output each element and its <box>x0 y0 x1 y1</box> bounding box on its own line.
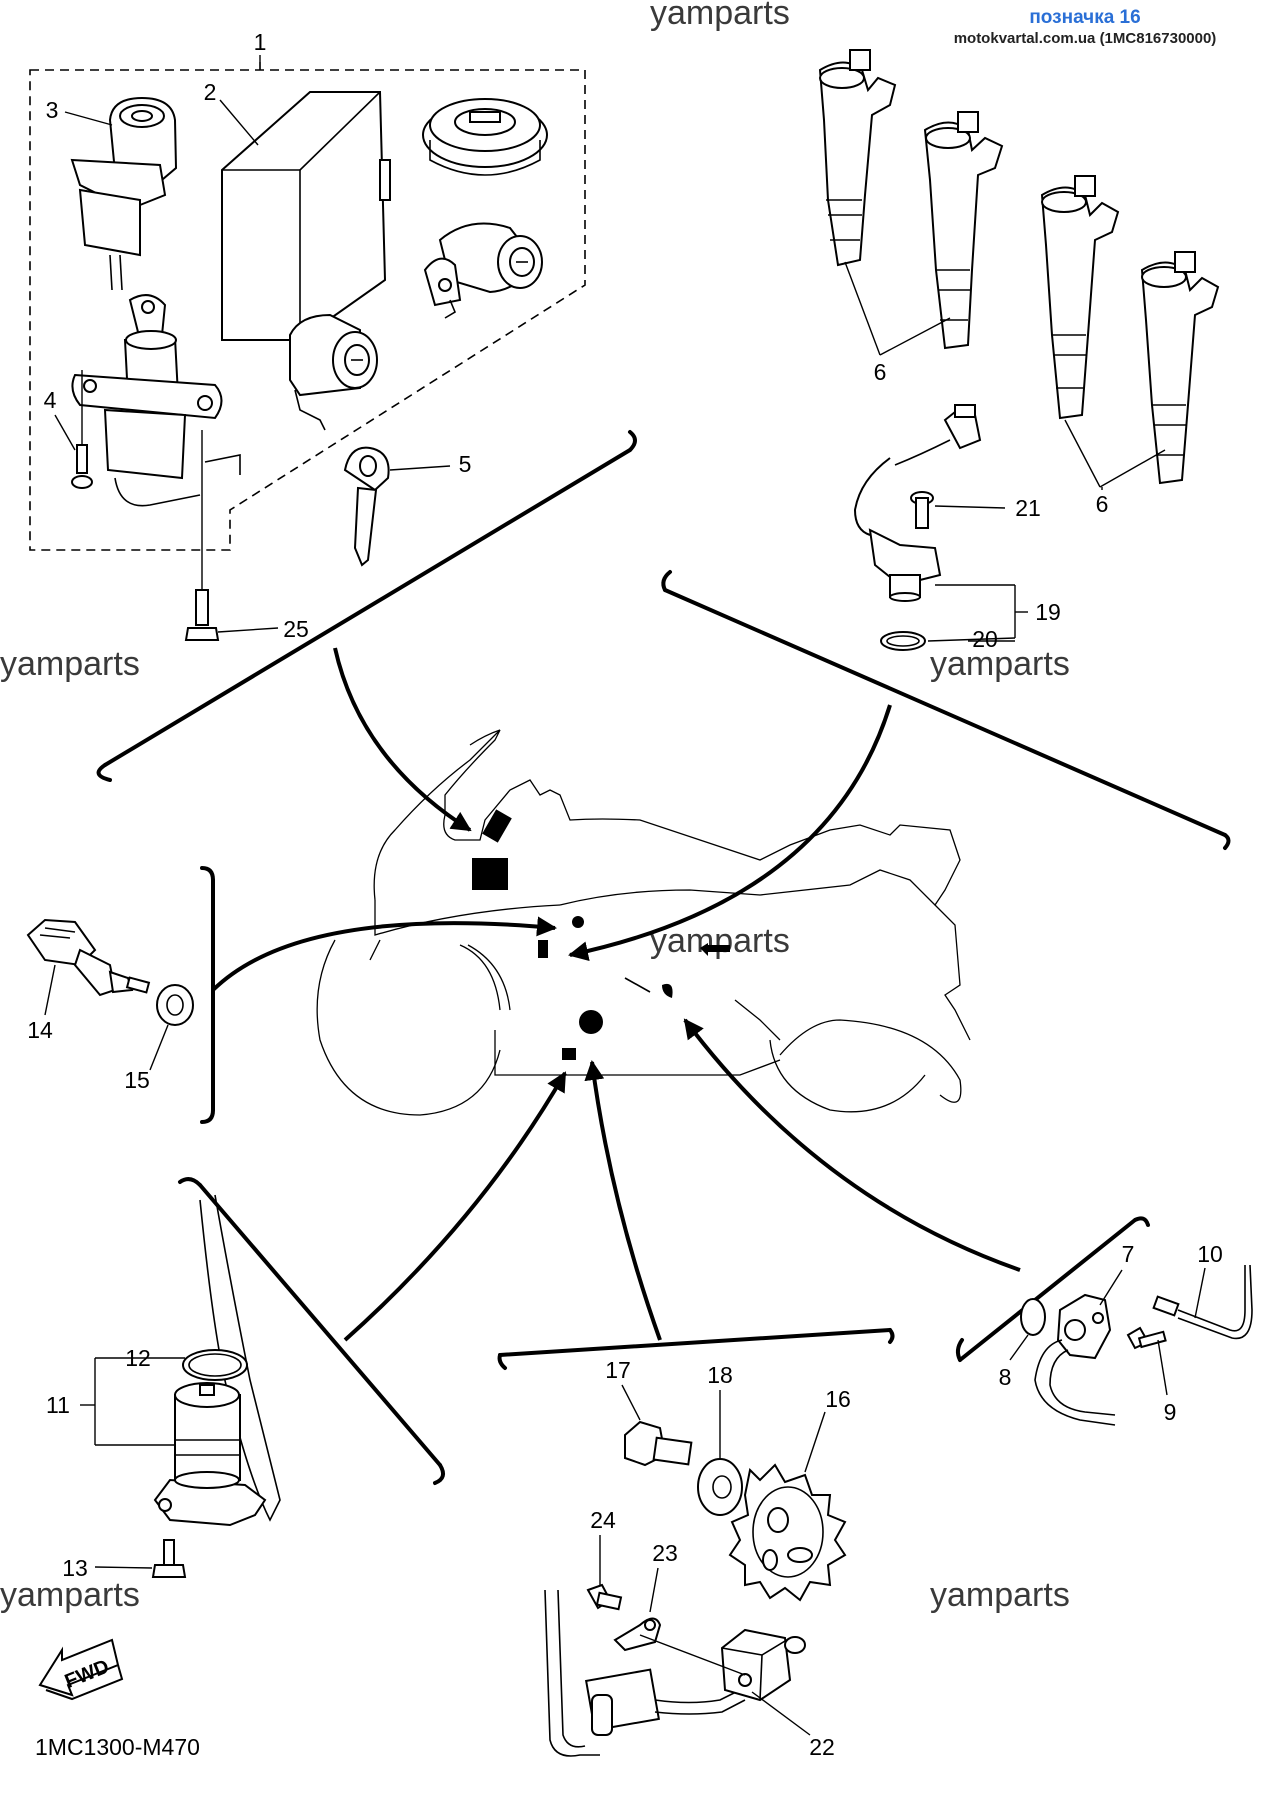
callout-number: 1 <box>254 29 267 55</box>
callout-numbers: 1 2 3 4 5 6 6 7 8 9 10 11 12 13 14 15 16… <box>27 29 1223 1760</box>
callout-number: 14 <box>27 1017 53 1043</box>
sensor-marker-icon <box>700 943 730 956</box>
callout-number: 15 <box>124 1067 150 1093</box>
pointer-arrows <box>211 647 1021 1342</box>
callout-number: 11 <box>46 1392 70 1418</box>
watermark: yamparts <box>650 922 790 960</box>
callout-number: 20 <box>972 626 998 652</box>
callout-number: 25 <box>283 616 309 642</box>
callout-number: 9 <box>1164 1399 1177 1425</box>
main-lock-part <box>71 294 241 507</box>
bolt-part <box>71 370 93 489</box>
header-title: позначка 16 <box>1029 7 1140 28</box>
o-ring-part <box>880 631 1016 651</box>
callout-number: 6 <box>1096 491 1109 517</box>
ignition-coil-part <box>818 49 1220 488</box>
callout-number: 2 <box>204 79 217 105</box>
callout-number: 13 <box>62 1555 88 1581</box>
callout-number: 19 <box>1035 599 1061 625</box>
sensor-marker-icon <box>662 983 673 998</box>
callout-number: 16 <box>825 1386 851 1412</box>
gasket-part <box>149 984 194 1071</box>
callout-brackets <box>96 430 1231 1485</box>
ignition-switch-part <box>70 96 178 291</box>
temperature-sensor-part <box>26 918 151 1016</box>
seat-lock-part <box>423 222 543 319</box>
watermark: yamparts <box>930 1576 1070 1614</box>
key-set-group <box>29 55 586 551</box>
fuel-cap-part <box>422 98 548 176</box>
callout-number: 23 <box>652 1540 678 1566</box>
callout-number: 7 <box>1122 1241 1135 1267</box>
callout-number: 17 <box>605 1357 631 1383</box>
bolt-part <box>910 491 1006 529</box>
speed-sensor-part <box>853 404 1028 638</box>
watermark: yamparts <box>0 645 140 683</box>
watermark: yamparts <box>930 645 1070 683</box>
header-source: motokvartal.com.ua (1MC816730000) <box>954 30 1217 47</box>
callout-number: 21 <box>1015 495 1041 521</box>
sensor-marker-icon <box>538 940 548 958</box>
key-part <box>343 446 390 567</box>
callout-number: 3 <box>46 97 59 123</box>
neutral-switch-part <box>80 1194 281 1578</box>
callout-number: 8 <box>999 1364 1012 1390</box>
forward-arrow-icon: FWD <box>38 1638 124 1701</box>
callout-number: 6 <box>874 359 887 385</box>
sensor-marker-icon <box>579 1010 603 1034</box>
helmet-lock-part <box>289 313 378 431</box>
callout-number: 10 <box>1197 1241 1223 1267</box>
callout-number: 4 <box>44 387 57 413</box>
callout-number: 12 <box>125 1345 151 1371</box>
crank-sensor-part <box>544 1384 847 1757</box>
sensor-marker-icon <box>572 916 584 928</box>
ecu-part <box>221 91 391 341</box>
motorcycle-outline <box>316 729 971 1116</box>
bolt-part <box>184 430 220 641</box>
callout-number: 18 <box>707 1362 733 1388</box>
callout-number: 22 <box>809 1734 835 1760</box>
diagram-code: 1MC1300-M470 <box>35 1734 200 1760</box>
watermark: yamparts <box>0 1576 140 1614</box>
cam-sensor-part <box>1009 1264 1253 1426</box>
ecu-marker-icon <box>472 858 508 890</box>
callout-number: 5 <box>459 451 472 477</box>
sensor-marker-icon <box>562 1048 576 1060</box>
key-set-marker-icon <box>482 809 512 843</box>
callout-number: 24 <box>590 1507 616 1533</box>
watermark: yamparts <box>650 0 790 32</box>
